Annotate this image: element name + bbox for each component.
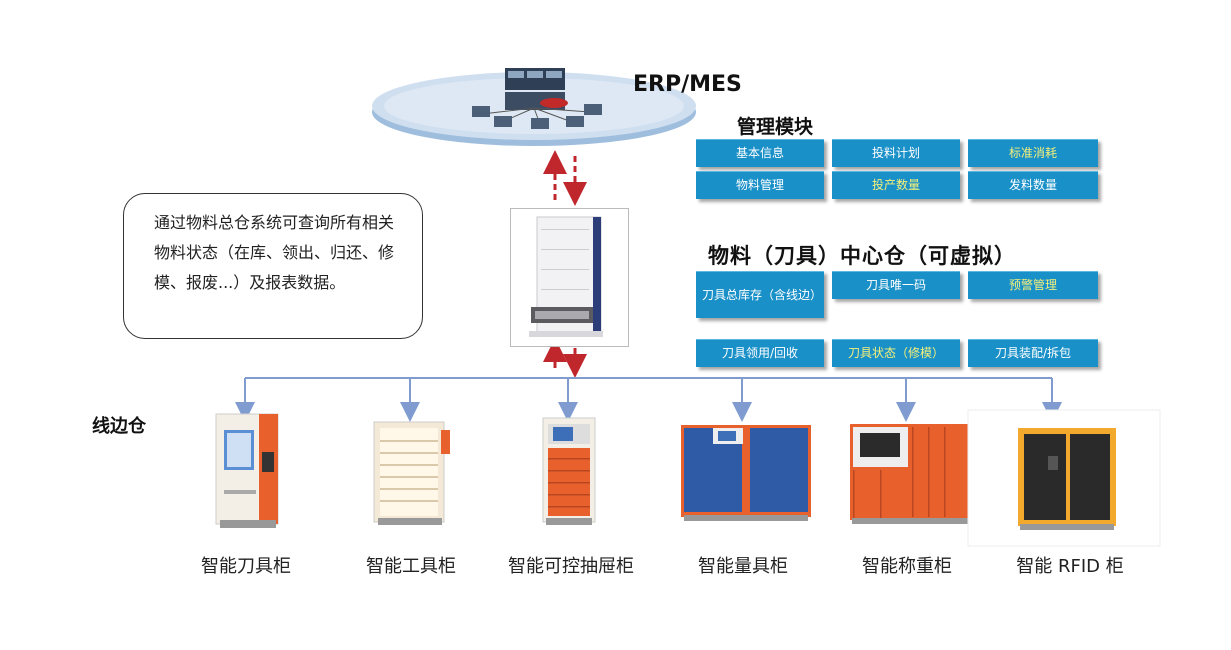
cabinet-label-tool: 智能刀具柜 <box>201 556 291 577</box>
cabinet-label-tools: 智能工具柜 <box>366 556 456 577</box>
module-basic-info: 基本信息 <box>696 139 824 167</box>
center-total-inventory: 刀具总库存（含线边） <box>696 271 824 318</box>
center-issue-return: 刀具领用/回收 <box>696 339 824 367</box>
cabinet-gauge-image <box>681 425 811 521</box>
distribution-bus <box>235 377 1062 422</box>
module-issued-quantity: 发料数量 <box>968 171 1098 199</box>
cabinet-label-rfid: 智能 RFID 柜 <box>1016 556 1124 577</box>
central-warehouse-image <box>510 208 629 347</box>
module-feeding-plan: 投料计划 <box>832 139 960 167</box>
module-production-quantity: 投产数量 <box>832 171 960 199</box>
center-alert-management: 预警管理 <box>968 271 1098 299</box>
modules-title: 管理模块 <box>737 116 814 138</box>
cabinet-drawer-image <box>542 417 596 525</box>
erp-title: ERP/MES <box>633 72 742 97</box>
cabinet-rfid-image <box>967 409 1161 547</box>
module-standard-consumption: 标准消耗 <box>968 139 1098 167</box>
cabinet-weighing-image <box>850 424 970 524</box>
vertical-warehouse-icon <box>529 216 603 337</box>
line-side-warehouse-title: 线边仓 <box>92 416 146 437</box>
sync-arrows-bottom <box>543 338 587 378</box>
cabinet-label-gauge: 智能量具柜 <box>698 556 788 577</box>
module-material-management: 物料管理 <box>696 171 824 199</box>
center-warehouse-title: 物料（刀具）中心仓（可虚拟） <box>708 244 1016 268</box>
sync-arrows-top <box>543 150 587 206</box>
cabinet-label-drawer: 智能可控抽屉柜 <box>508 556 634 577</box>
info-note: 通过物料总仓系统可查询所有相关物料状态（在库、领出、归还、修模、报废...）及报… <box>123 193 423 339</box>
center-tool-status: 刀具状态（修模） <box>832 339 960 367</box>
cabinet-label-weighing: 智能称重柜 <box>862 556 952 577</box>
cabinet-tools-image <box>373 421 450 525</box>
cabinet-tool-image <box>215 413 279 528</box>
erp-network-icon <box>472 68 602 129</box>
center-assembly-disassembly: 刀具装配/拆包 <box>968 339 1098 367</box>
center-unique-code: 刀具唯一码 <box>832 271 960 299</box>
